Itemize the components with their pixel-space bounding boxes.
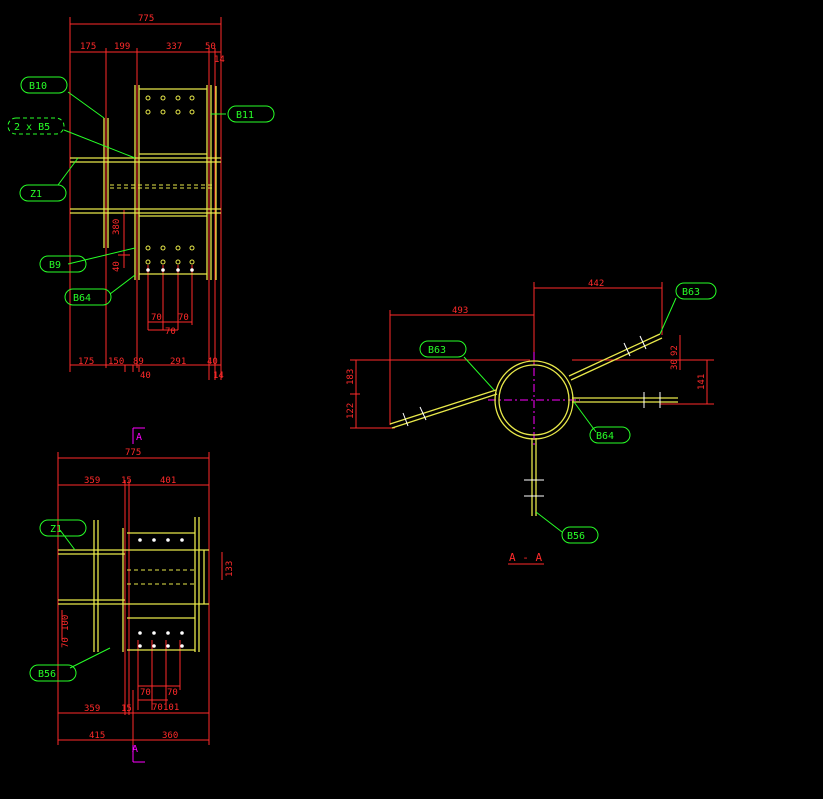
top-dim-overall: 775 <box>138 14 154 24</box>
tag-b64: B64 <box>64 288 112 306</box>
sec-dim-442: 442 <box>588 279 604 289</box>
tag-b56-bottom: B56 <box>29 664 77 682</box>
tag-z1: Z1 <box>19 184 67 202</box>
tag-b10: B10 <box>20 76 68 94</box>
svg-text:2 x B5: 2 x B5 <box>14 122 50 133</box>
column-tube <box>494 360 574 440</box>
bv-bolt-70a: 70 <box>140 688 151 698</box>
section-title: A - A <box>509 551 542 564</box>
bv-dim-133: 133 <box>225 561 235 577</box>
top-dim-175: 175 <box>80 42 96 52</box>
bv-bolt-70b: 70 <box>167 688 178 698</box>
top-bolt-70a: 70 <box>151 313 162 323</box>
svg-text:B56: B56 <box>38 669 56 680</box>
top-dim-40: 40 <box>112 261 122 272</box>
top-dim-199: 199 <box>114 42 130 52</box>
tag-2xb5: 2 x B5 <box>7 117 65 135</box>
svg-text:B64: B64 <box>73 293 91 304</box>
svg-text:B63: B63 <box>682 287 700 298</box>
svg-text:Z1: Z1 <box>50 524 62 535</box>
top-bolt-70b: 70 <box>178 313 189 323</box>
svg-text:B10: B10 <box>29 81 47 92</box>
sec-dim-183: 183 <box>346 369 356 385</box>
svg-text:B64: B64 <box>596 431 614 442</box>
sec-dim-92: 92 <box>670 345 680 356</box>
section-marker-bottom: A <box>132 744 138 755</box>
sec-dim-30: 30 <box>670 359 680 370</box>
top-dim-380: 380 <box>112 219 122 235</box>
bottom-view: A A 775 359 15 401 133 100 70 70 <box>29 427 235 763</box>
bv-bdim-15: 15 <box>121 704 132 714</box>
bv-dim-359: 359 <box>84 476 100 486</box>
top-dim-14: 14 <box>214 55 225 65</box>
bv-bdim-415: 415 <box>89 731 105 741</box>
svg-text:B11: B11 <box>236 110 254 121</box>
top-dim-50: 50 <box>205 42 216 52</box>
bv-bdim-359: 359 <box>84 704 100 714</box>
top-dim-337: 337 <box>166 42 182 52</box>
sec-dim-493: 493 <box>452 306 468 316</box>
tag-b63-left: B63 <box>419 340 467 358</box>
tag-b11: B11 <box>227 105 275 123</box>
section-marker-top: A <box>136 432 142 443</box>
bv-dim-70: 70 <box>61 637 71 648</box>
bv-dim-401: 401 <box>160 476 176 486</box>
bv-dim-100: 100 <box>61 615 71 631</box>
bv-dim-15: 15 <box>121 476 132 486</box>
tag-b64-section: B64 <box>589 426 631 444</box>
sec-dim-122: 122 <box>346 403 356 419</box>
top-view: 775 175 199 337 50 14 380 40 70 70 70 17… <box>7 14 275 381</box>
bv-bolt-101: 101 <box>163 703 179 713</box>
svg-text:B9: B9 <box>49 260 61 271</box>
bv-bolt-70c: 70 <box>152 703 163 713</box>
tag-b9: B9 <box>39 255 87 273</box>
bottom-dim-175: 175 <box>78 357 94 367</box>
sec-dim-141: 141 <box>697 374 707 390</box>
bv-bdim-360: 360 <box>162 731 178 741</box>
bottom-dim-14: 14 <box>213 371 224 381</box>
bottom-dim-89: 89 <box>133 357 144 367</box>
top-bolt-70c: 70 <box>165 327 176 337</box>
section-view: 493 442 183 122 92 30 141 <box>346 279 717 565</box>
tag-b63-right: B63 <box>675 282 717 300</box>
bottom-dim-150: 150 <box>108 357 124 367</box>
tag-z1-bottom: Z1 <box>39 519 87 537</box>
svg-text:B56: B56 <box>567 531 585 542</box>
bottom-dim-291: 291 <box>170 357 186 367</box>
bottom-dim-40a: 40 <box>140 371 151 381</box>
bv-dim-775: 775 <box>125 448 141 458</box>
svg-text:Z1: Z1 <box>30 189 42 200</box>
svg-text:B63: B63 <box>428 345 446 356</box>
tag-b56-section: B56 <box>561 526 599 544</box>
bottom-dim-40b: 40 <box>207 357 218 367</box>
